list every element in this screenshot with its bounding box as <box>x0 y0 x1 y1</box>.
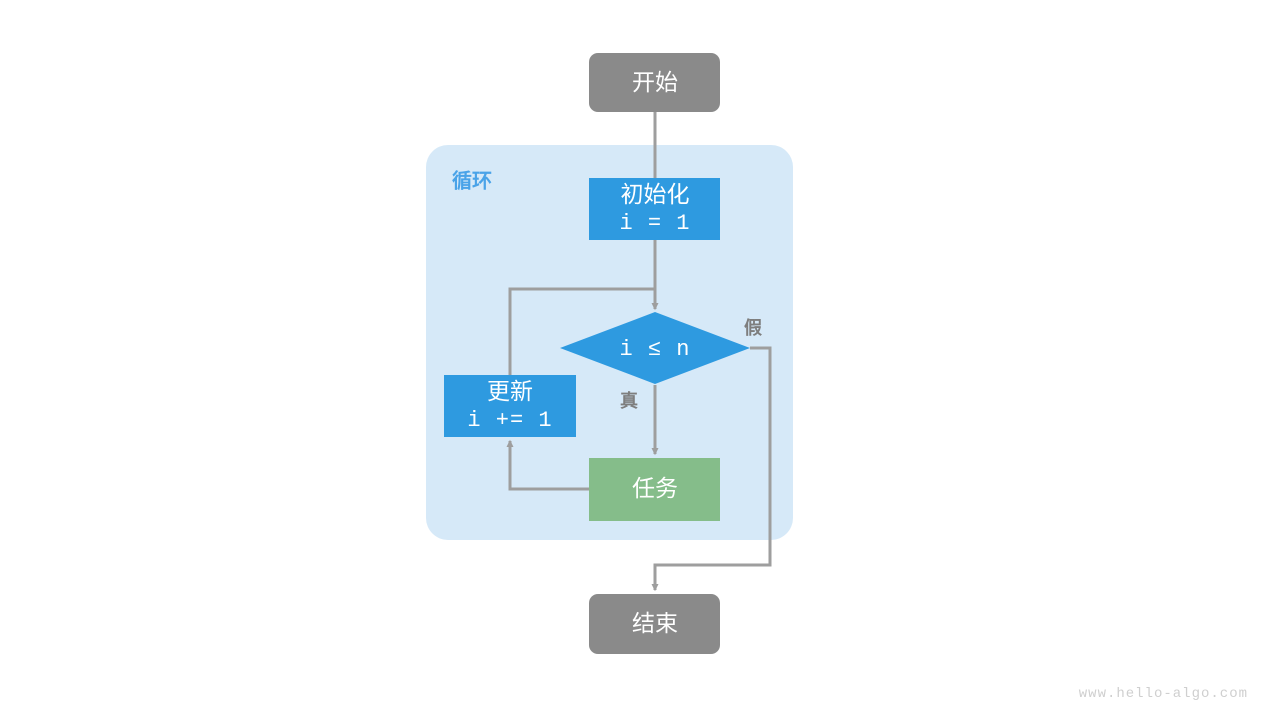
node-task-label: 任务 <box>632 475 678 501</box>
edge-label-true: 真 <box>620 390 638 411</box>
node-update-label: 更新 <box>487 378 533 404</box>
node-end-label: 结束 <box>632 610 678 636</box>
node-update-sublabel: i += 1 <box>467 408 552 433</box>
edge-cond-false-to-end <box>651 346 772 592</box>
node-condition-label: i ≤ n <box>619 337 690 362</box>
watermark: www.hello-algo.com <box>1078 686 1248 702</box>
edge-task-to-update <box>506 439 589 491</box>
node-start[interactable]: 开始 <box>589 53 720 112</box>
node-condition[interactable]: i ≤ n <box>560 312 750 384</box>
edge-label-false: 假 <box>744 317 763 338</box>
loop-container-label: 循环 <box>452 168 492 192</box>
edge-update-to-cond <box>508 287 655 375</box>
node-update[interactable]: 更新 i += 1 <box>444 375 576 437</box>
node-start-label: 开始 <box>632 69 678 95</box>
node-task[interactable]: 任务 <box>589 458 720 521</box>
node-init-label: 初始化 <box>621 181 690 207</box>
node-end[interactable]: 结束 <box>589 594 720 654</box>
node-init[interactable]: 初始化 i = 1 <box>589 178 720 240</box>
node-init-sublabel: i = 1 <box>619 211 690 236</box>
